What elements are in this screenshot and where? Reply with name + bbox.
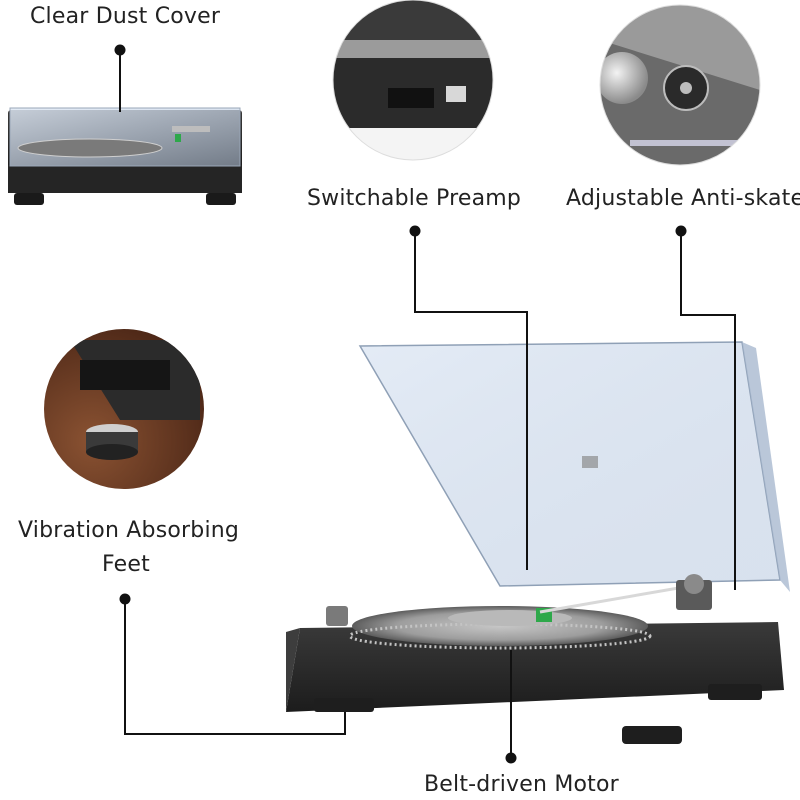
dot-motor bbox=[505, 752, 517, 764]
dot-anti-skate bbox=[675, 225, 687, 237]
dot-feet bbox=[119, 593, 131, 605]
leader-preamp bbox=[414, 231, 528, 570]
dot-preamp bbox=[409, 225, 421, 237]
label-dust-cover: Clear Dust Cover bbox=[30, 4, 221, 29]
leader-lines bbox=[119, 50, 736, 758]
leader-dots bbox=[114, 44, 687, 764]
main-turntable bbox=[286, 574, 784, 744]
label-preamp: Switchable Preamp bbox=[307, 186, 522, 211]
dot-dust-cover bbox=[114, 44, 126, 56]
label-feet-line1: Vibration Absorbing bbox=[18, 518, 240, 543]
label-feet: Vibration Absorbing Feet bbox=[18, 518, 240, 579]
label-feet-line2: Feet bbox=[102, 552, 150, 578]
dust-cover-photo bbox=[8, 107, 242, 205]
feet-photo bbox=[44, 329, 204, 489]
leader-feet bbox=[124, 599, 346, 735]
leader-anti-skate bbox=[680, 231, 736, 590]
label-motor: Belt-driven Motor bbox=[424, 772, 619, 797]
preamp-photo bbox=[333, 0, 493, 160]
anti-skate-photo bbox=[600, 5, 760, 165]
label-anti-skate: Adjustable Anti-skate bbox=[566, 186, 800, 211]
main-dust-cover bbox=[358, 341, 790, 592]
